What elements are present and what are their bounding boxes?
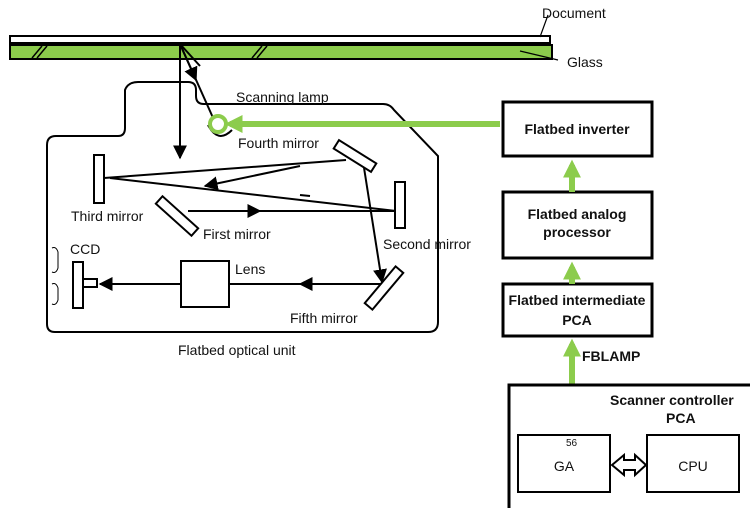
intermediate-pca-box [501,282,654,338]
document-leader-line [539,14,549,38]
analog-processor-box [501,190,654,260]
scanner-controller-label-2: PCA [666,410,696,426]
ga-cpu-bus-arrow [610,452,648,478]
flatbed-inverter-label: Flatbed inverter [524,121,630,137]
ccd-connector [82,278,98,288]
first-mirror-label: First mirror [203,226,271,242]
fblamp-label: FBLAMP [582,348,640,364]
optical-unit-inner-contour [51,247,59,305]
light-path-upper [179,43,215,121]
light-path-to-fifth [361,154,387,284]
glass-hatch [31,45,43,59]
ga-chip [517,434,611,493]
intermediate-pca-label-2: PCA [562,312,592,328]
ccd-label: CCD [70,241,100,257]
light-path-arrow-left-2 [299,194,311,197]
glass-plate [9,44,553,60]
light-path-fourth-to-third [103,159,347,179]
third-mirror-label: Third mirror [71,208,144,224]
light-path-reflect [179,43,201,67]
glass-hatch [36,45,48,59]
third-mirror [93,154,105,204]
light-path-arrow-left [203,165,301,191]
scanning-lamp-label: Scanning lamp [236,89,329,105]
analog-processor-label-1: Flatbed analog [528,206,627,222]
flatbed-inverter-box [501,100,654,158]
document-label: Document [542,5,606,21]
light-path-second-to-fourth [109,177,397,212]
cpu-label: CPU [678,458,708,474]
glass-leader-line [519,50,559,61]
scanner-controller-label-1: Scanner controller [610,392,734,408]
document-sheet [9,35,551,44]
cpu-chip [646,434,740,493]
fifth-mirror-label: Fifth mirror [290,310,358,326]
intermediate-pca-label-1: Flatbed intermediate [509,292,646,308]
fifth-mirror [363,264,405,312]
fourth-mirror-label: Fourth mirror [238,135,319,151]
ccd-sensor [72,261,84,309]
lens [180,260,230,308]
optical-unit-label: Flatbed optical unit [178,342,296,358]
glass-hatch [256,45,268,59]
second-mirror-label: Second mirror [383,236,471,252]
ga-label: GA [554,458,575,474]
scanning-lamp-icon [208,114,228,134]
optical-unit-outline [46,81,439,333]
lens-label: Lens [235,261,265,277]
glass-label: Glass [567,54,603,70]
first-mirror [154,194,200,238]
glass-hatch [251,45,263,59]
second-mirror [394,181,406,229]
analog-processor-label-2: processor [543,224,611,240]
fourth-mirror [332,138,378,174]
pin-label: 56 [566,438,578,449]
